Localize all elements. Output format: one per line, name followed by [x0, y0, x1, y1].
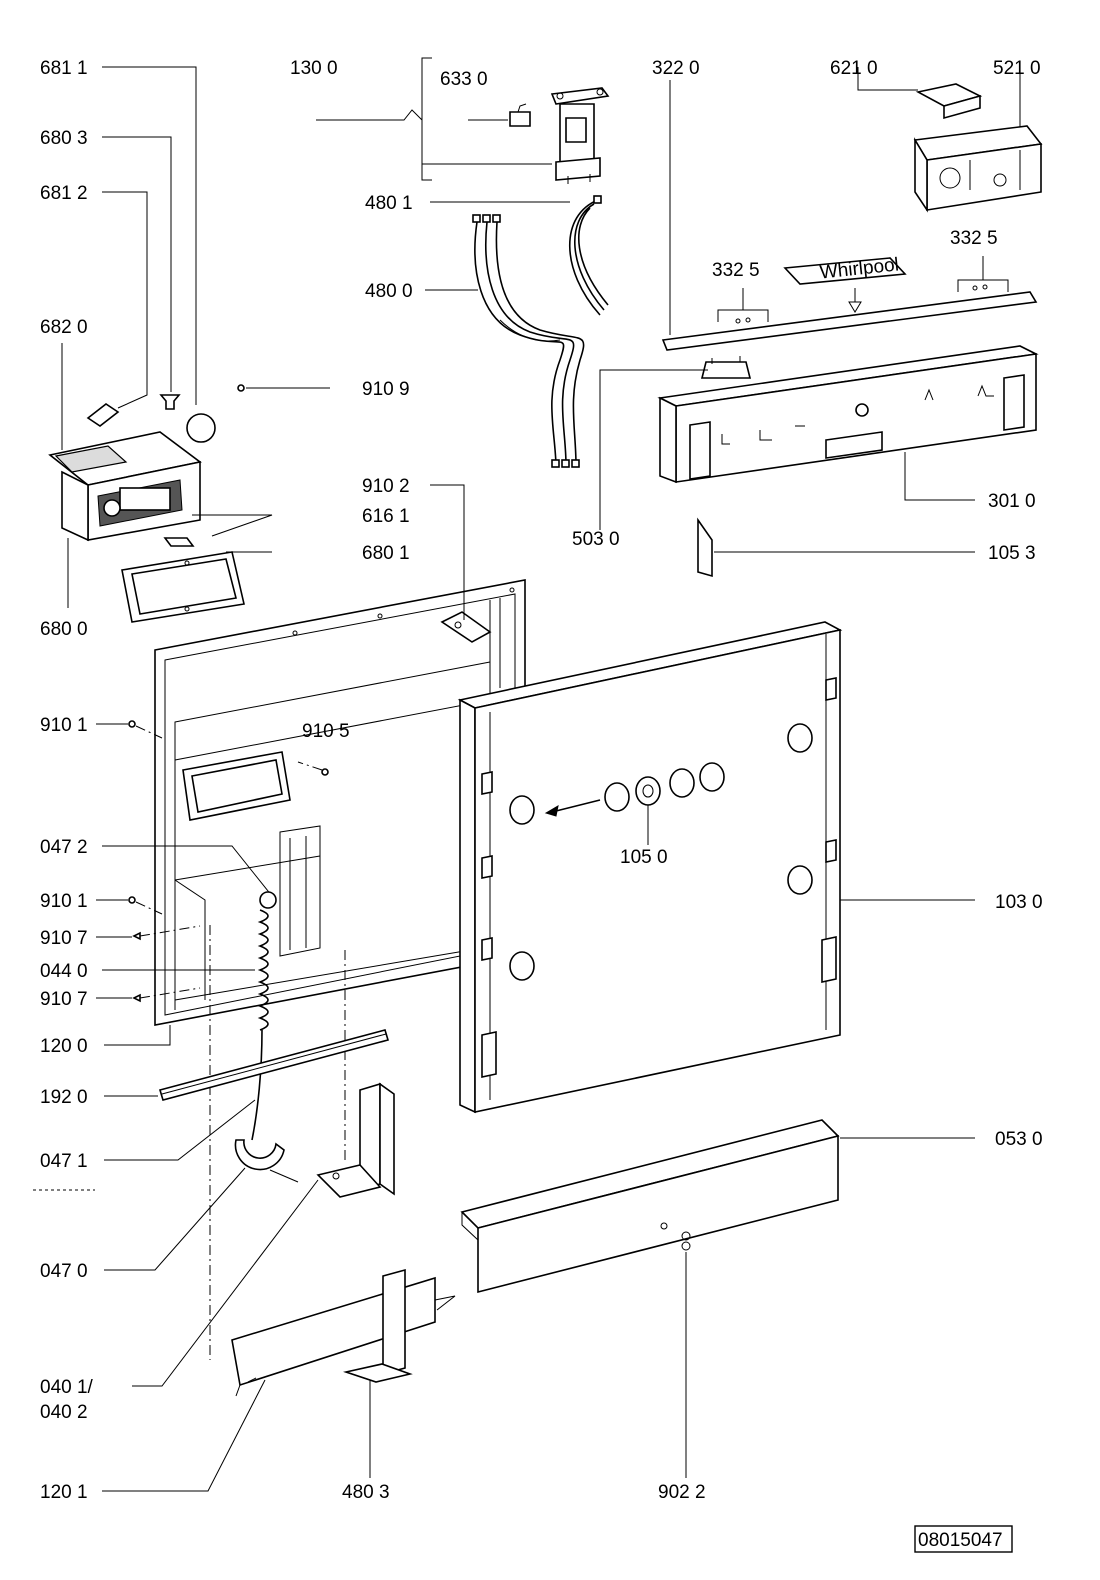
float-cap-part — [186, 413, 216, 443]
label-6210: 621 0 — [830, 58, 878, 79]
clip-part — [159, 394, 181, 410]
spring — [257, 909, 269, 1031]
label-0440: 044 0 — [40, 961, 88, 982]
label-3010: 301 0 — [988, 491, 1036, 512]
fascia-panel — [657, 345, 1039, 484]
label-6800: 680 0 — [40, 619, 88, 640]
part-labels: 681 1 680 3 681 2 682 0 680 0 130 0 633 … — [40, 58, 1043, 1503]
label-9102: 910 2 — [362, 476, 410, 497]
bracket-4803 — [343, 1268, 413, 1478]
label-9109: 910 9 — [362, 379, 410, 400]
label-0402: 040 2 — [40, 1402, 88, 1423]
cable-hook — [234, 1139, 285, 1171]
dispenser-assembly — [48, 66, 330, 623]
label-6820: 682 0 — [40, 317, 88, 338]
latch-part — [163, 537, 195, 547]
label-3220: 322 0 — [652, 58, 700, 79]
label-9107-lower: 910 7 — [40, 989, 88, 1010]
label-6812: 681 2 — [40, 183, 88, 204]
panel-logo-text: Whirlpool — [819, 254, 900, 283]
hinge-lever — [132, 1082, 395, 1387]
label-1200: 120 0 — [40, 1036, 88, 1057]
label-4801: 480 1 — [365, 193, 413, 214]
label-4800: 480 0 — [365, 281, 413, 302]
hinge-bracket — [440, 611, 492, 643]
label-6330: 633 0 — [440, 69, 488, 90]
label-0530: 053 0 — [995, 1129, 1043, 1150]
label-9107-upper: 910 7 — [40, 928, 88, 949]
spring-assembly — [102, 845, 299, 1271]
label-5030: 503 0 — [572, 529, 620, 550]
label-9105: 910 5 — [302, 721, 350, 742]
label-1050: 105 0 — [620, 847, 668, 868]
label-0472: 047 2 — [40, 837, 88, 858]
drawing-code-text: 08015047 — [918, 1530, 1003, 1551]
cover-part — [86, 403, 120, 427]
label-1201: 120 1 — [40, 1482, 88, 1503]
microswitch-part — [509, 111, 531, 127]
label-4803: 480 3 — [342, 1482, 390, 1503]
clip-5030 — [700, 361, 752, 379]
label-6811: 681 1 — [40, 58, 88, 79]
control-panel-group: Whirlpool — [599, 67, 1043, 578]
label-0401: 040 1/ — [40, 1377, 94, 1398]
label-3325-left: 332 5 — [712, 260, 760, 281]
label-6801: 680 1 — [362, 543, 410, 564]
label-1053: 105 3 — [988, 543, 1036, 564]
arrow-head — [544, 805, 559, 817]
rail-1920 — [104, 1029, 390, 1101]
label-9022: 902 2 — [658, 1482, 706, 1503]
logo-label — [783, 257, 907, 285]
label-1300: 130 0 — [290, 58, 338, 79]
label-1030: 103 0 — [995, 892, 1043, 913]
roller-set — [509, 723, 813, 981]
switch-and-harness — [316, 57, 610, 468]
electronic-board — [913, 125, 1043, 213]
label-9101-lower: 910 1 — [40, 891, 88, 912]
label-5210: 521 0 — [993, 58, 1041, 79]
harness-4800 — [472, 214, 585, 468]
decor-strip — [661, 291, 1038, 351]
gasket-frame — [121, 551, 245, 623]
screw-9109 — [237, 384, 245, 392]
switch-holder — [550, 87, 610, 184]
label-3325-right: 332 5 — [950, 228, 998, 249]
kick-plate — [460, 1119, 975, 1294]
fastener-9022 — [681, 1231, 691, 1478]
screws-left — [96, 720, 329, 1046]
outer-door — [457, 621, 975, 1114]
dispenser-body — [48, 431, 202, 542]
bracket-1053 — [697, 517, 713, 578]
label-0471: 047 1 — [40, 1151, 88, 1172]
cable-4801 — [569, 199, 609, 316]
label-0470: 047 0 — [40, 1261, 88, 1282]
label-9101-upper: 910 1 — [40, 715, 88, 736]
label-6161: 616 1 — [362, 506, 410, 527]
label-1920: 192 0 — [40, 1087, 88, 1108]
label-6803: 680 3 — [40, 128, 88, 149]
drawing-code: 08015047 — [914, 1525, 1013, 1553]
